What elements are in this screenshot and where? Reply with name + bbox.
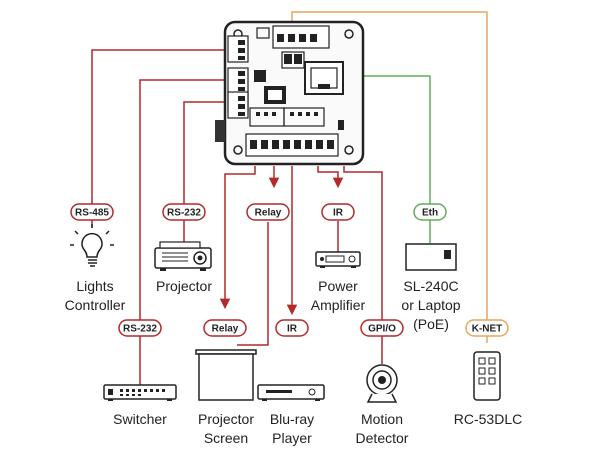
eth-line [342, 75, 431, 243]
switcher-icon [103, 384, 177, 401]
relay-top-continue [237, 222, 269, 346]
label-screen-line2: Screen [204, 430, 248, 446]
label-laptop-line2: or Laptop [401, 297, 460, 313]
label-switcher: Switcher [113, 411, 167, 427]
badge-relay-top-label: Relay [255, 208, 282, 219]
projector-icon [154, 241, 212, 271]
badge-gpio-label: GPI/O [368, 324, 396, 335]
projector-screen-icon [195, 349, 257, 401]
label-lights-controller: Lights Controller [65, 278, 126, 313]
label-keypad-line1: RC-53DLC [454, 411, 522, 427]
badge-rs232-switcher: RS-232 [118, 319, 162, 337]
rs232-projector-line [183, 101, 233, 242]
badge-eth-label: Eth [422, 208, 438, 219]
badge-rs485: RS-485 [70, 203, 114, 221]
badge-relay-bottom: Relay [203, 319, 247, 337]
relay-screen-line [219, 166, 256, 310]
knet-line [291, 11, 488, 343]
badge-ir-bottom: IR [275, 319, 309, 337]
label-bluray-line1: Blu-ray [270, 411, 314, 427]
label-power-amplifier: Power Amplifier [311, 278, 366, 313]
badge-relay-bottom-label: Relay [212, 324, 239, 335]
ir-amp-line [317, 166, 344, 189]
label-detector-line1: Motion [361, 411, 403, 427]
label-lights-line2: Controller [65, 297, 126, 313]
badge-gpio: GPI/O [360, 319, 404, 337]
badge-rs232-switcher-label: RS-232 [123, 324, 157, 335]
label-laptop-line1: SL-240C [403, 278, 458, 294]
label-motion-detector: Motion Detector [356, 411, 409, 446]
rs232-switcher-line [139, 79, 233, 385]
badge-knet: K-NET [465, 319, 509, 337]
label-amplifier-line1: Power [318, 278, 358, 294]
badge-rs232-projector-label: RS-232 [167, 208, 201, 219]
badge-eth: Eth [413, 203, 447, 221]
label-amplifier-line2: Amplifier [311, 297, 366, 313]
gpio-line [343, 166, 383, 364]
amplifier-icon [315, 251, 361, 268]
badge-relay-top: Relay [246, 203, 290, 221]
label-bluray-line2: Player [272, 430, 312, 446]
label-rc53dlc: RC-53DLC [454, 411, 522, 427]
badge-rs232-projector: RS-232 [162, 203, 206, 221]
label-laptop-line3: (PoE) [413, 316, 449, 332]
label-bluray-player: Blu-ray Player [270, 411, 314, 446]
badge-knet-label: K-NET [472, 324, 503, 335]
label-projector: Projector [156, 278, 212, 294]
label-switcher-line1: Switcher [113, 411, 167, 427]
bluray-player-icon [257, 384, 325, 401]
label-detector-line2: Detector [356, 430, 409, 446]
label-projector-screen: Projector Screen [198, 411, 254, 446]
badge-ir-bottom-label: IR [287, 324, 298, 335]
label-lights-line1: Lights [76, 278, 113, 294]
lightbulb-icon [70, 224, 114, 267]
connection-lines [91, 11, 488, 385]
badge-rs485-label: RS-485 [75, 208, 109, 219]
motion-detector-icon [366, 364, 398, 403]
label-screen-line1: Projector [198, 411, 254, 427]
label-sl240c: SL-240C or Laptop (PoE) [401, 278, 460, 332]
controller-icon [405, 243, 457, 271]
rs485-line [91, 49, 233, 228]
keypad-icon [473, 351, 501, 401]
badge-ir-top-label: IR [333, 208, 344, 219]
control-device [215, 20, 365, 166]
label-projector-line1: Projector [156, 278, 212, 294]
badge-ir-top: IR [321, 203, 355, 221]
